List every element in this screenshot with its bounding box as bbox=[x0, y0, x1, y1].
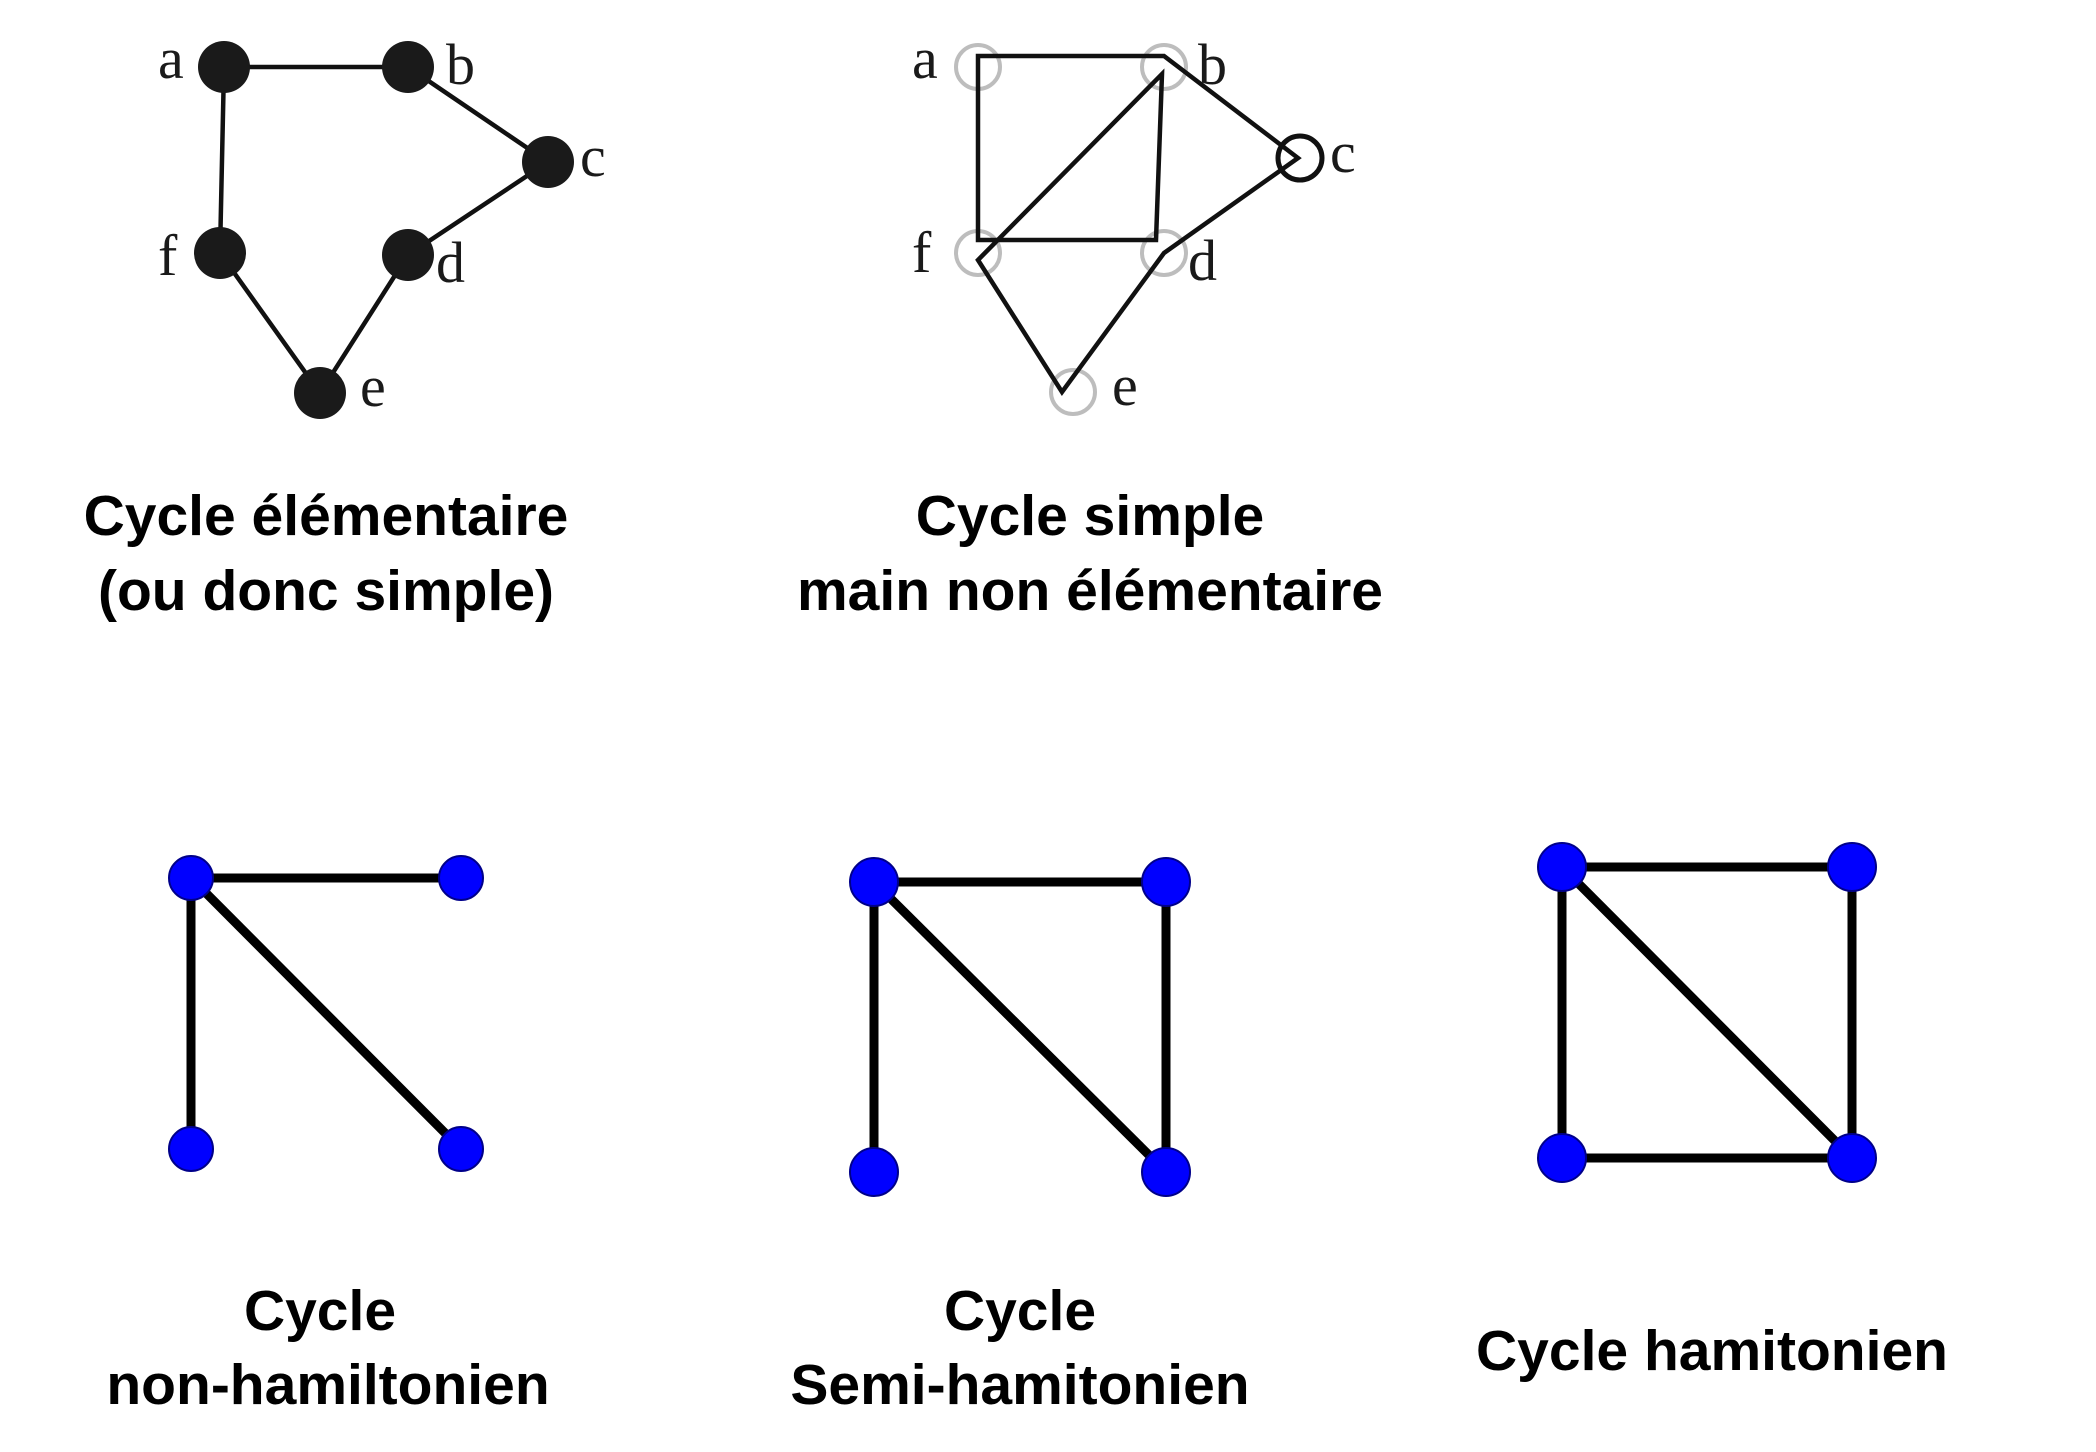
node-top-left bbox=[1537, 842, 1587, 892]
panel-hamiltonian: Cycle hamitonien bbox=[1476, 842, 1948, 1383]
node-c bbox=[1275, 133, 1325, 183]
semi-hamiltonian-nodes bbox=[849, 857, 1191, 1197]
node-e bbox=[294, 367, 346, 419]
node-d bbox=[1140, 229, 1188, 277]
node-b bbox=[382, 41, 434, 93]
caption-simple-line1: Cycle simple bbox=[916, 484, 1265, 548]
label-c: c bbox=[1330, 120, 1356, 185]
label-a: a bbox=[912, 26, 938, 91]
label-b: b bbox=[1198, 32, 1227, 97]
caption-hamiltonian: Cycle hamitonien bbox=[1476, 1319, 1948, 1383]
caption-non-hamiltonian-line1: Cycle bbox=[244, 1279, 396, 1343]
semi-hamiltonian-edges bbox=[869, 877, 1171, 1176]
node-top-left bbox=[168, 855, 214, 901]
label-e: e bbox=[1112, 353, 1138, 418]
node-top-right bbox=[438, 855, 484, 901]
label-c: c bbox=[580, 124, 606, 189]
label-d: d bbox=[436, 230, 465, 295]
caption-semi-hamiltonian-line2: Semi-hamitonien bbox=[790, 1353, 1249, 1417]
edge-e-f bbox=[217, 250, 323, 396]
cycle-path bbox=[975, 53, 1302, 396]
node-f bbox=[194, 227, 246, 279]
node-e bbox=[1049, 368, 1097, 416]
node-bottom-right bbox=[1141, 1147, 1191, 1197]
node-a bbox=[198, 41, 250, 93]
hamiltonian-nodes bbox=[1537, 842, 1877, 1183]
elementary-edges bbox=[217, 64, 551, 396]
elementary-nodes bbox=[194, 41, 574, 419]
label-e: e bbox=[360, 354, 386, 419]
node-top-left bbox=[849, 857, 899, 907]
caption-simple-line2: main non élémentaire bbox=[797, 559, 1383, 623]
panel-non-hamiltonian: Cycle non-hamiltonien bbox=[106, 855, 550, 1417]
node-b bbox=[1140, 43, 1188, 91]
panel-elementary-cycle: a b c d e f Cycle élémentaire (ou donc s… bbox=[84, 26, 606, 623]
edge-f-a bbox=[217, 64, 227, 256]
elementary-node-labels: a b c d e f bbox=[158, 26, 606, 419]
node-d bbox=[382, 229, 434, 281]
panel-simple-cycle: a b c d e f Cycle simple main non élémen… bbox=[797, 26, 1383, 623]
node-bottom-left bbox=[1537, 1133, 1587, 1183]
edge-tl-br bbox=[870, 878, 1170, 1176]
hamiltonian-edges bbox=[1557, 862, 1857, 1163]
caption-elementary-line1: Cycle élémentaire bbox=[84, 484, 569, 548]
label-d: d bbox=[1188, 228, 1217, 293]
simple-node-labels: a b c d e f bbox=[912, 26, 1356, 418]
edge-d-e bbox=[317, 252, 411, 396]
caption-elementary-line2: (ou donc simple) bbox=[98, 559, 554, 623]
label-f: f bbox=[912, 220, 932, 285]
caption-non-hamiltonian-line2: non-hamiltonien bbox=[106, 1353, 549, 1417]
panel-semi-hamiltonian: Cycle Semi-hamitonien bbox=[790, 857, 1250, 1417]
edge-b-c bbox=[405, 64, 551, 165]
label-a: a bbox=[158, 26, 184, 91]
node-bottom-right bbox=[438, 1126, 484, 1172]
node-bottom-right bbox=[1827, 1133, 1877, 1183]
node-c bbox=[522, 136, 574, 188]
caption-semi-hamiltonian-line1: Cycle bbox=[944, 1279, 1096, 1343]
node-bottom-left bbox=[849, 1147, 899, 1197]
edge-tl-br bbox=[187, 874, 465, 1153]
non-hamiltonian-edges bbox=[186, 873, 465, 1153]
node-bottom-left bbox=[168, 1126, 214, 1172]
node-top-right bbox=[1141, 857, 1191, 907]
edge-tl-br bbox=[1558, 863, 1856, 1162]
label-b: b bbox=[446, 32, 475, 97]
non-hamiltonian-nodes bbox=[168, 855, 484, 1172]
edge-c-d bbox=[405, 159, 551, 258]
label-f: f bbox=[158, 223, 178, 288]
node-top-right bbox=[1827, 842, 1877, 892]
